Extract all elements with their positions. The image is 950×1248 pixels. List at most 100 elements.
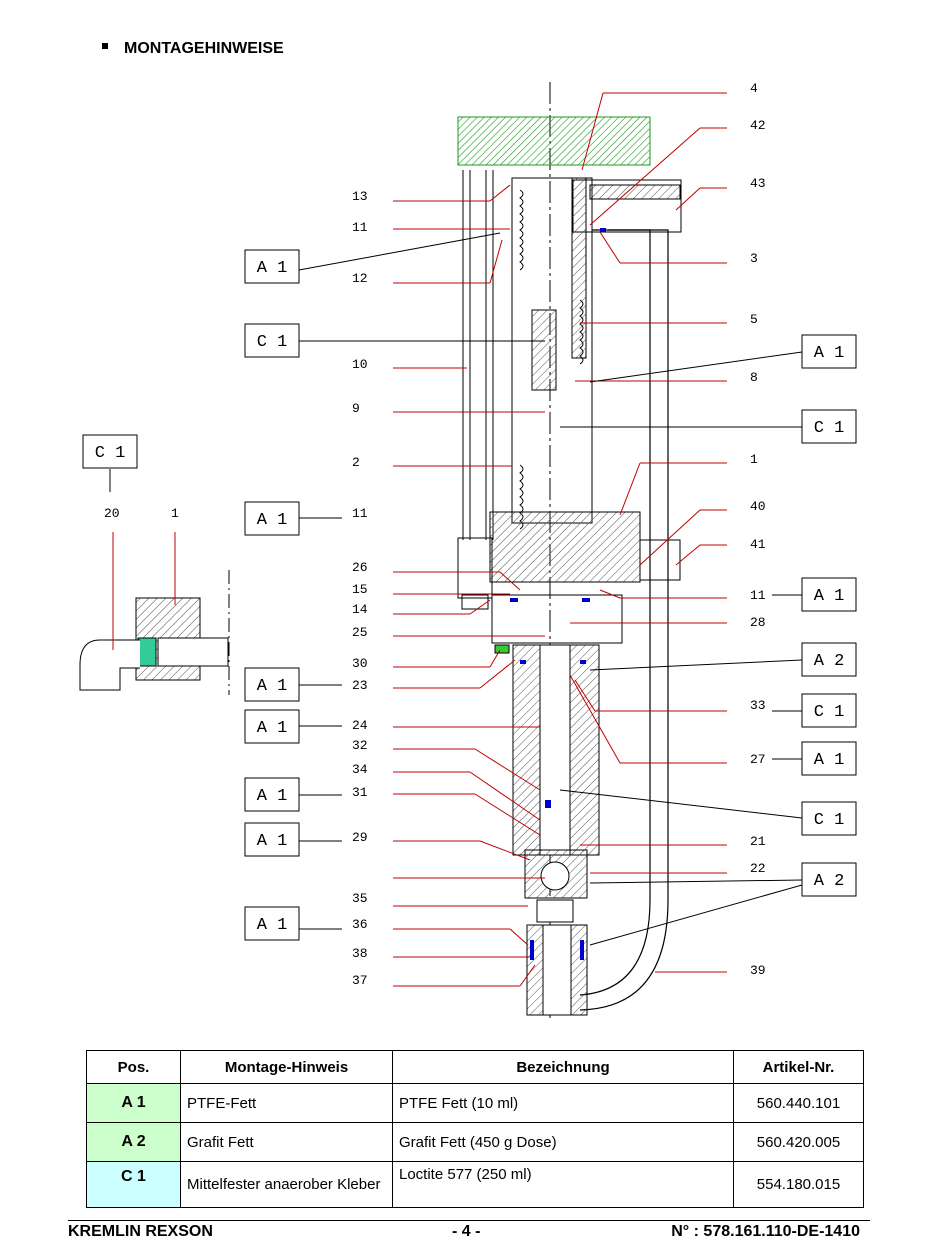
hint-box: C 1 [244, 323, 300, 358]
detail-green-fitting [137, 637, 157, 667]
hint-box-label: C 1 [257, 333, 288, 352]
cell-pos: A 2 [86, 1122, 181, 1162]
part-number: 39 [750, 963, 766, 978]
hint-box-label: C 1 [95, 444, 126, 463]
table-row: A 1 PTFE-Fett PTFE Fett (10 ml) 560.440.… [86, 1083, 864, 1123]
hint-box-label: A 2 [814, 652, 845, 671]
part-number: 24 [352, 718, 368, 733]
hint-box: A 1 [244, 822, 300, 857]
part-number: 14 [352, 602, 368, 617]
col-header-name: Bezeichnung [392, 1050, 734, 1084]
hint-box: A 1 [244, 709, 300, 744]
spring [519, 189, 524, 271]
cell-hint: PTFE-Fett [180, 1083, 393, 1123]
hint-box: A 1 [244, 777, 300, 812]
part-number: 31 [352, 785, 368, 800]
part-number: 1 [750, 452, 758, 467]
hint-box: A 1 [244, 906, 300, 941]
cell-art: 560.440.101 [733, 1083, 864, 1123]
part-number-labels: 4 42 43 3 5 8 1 40 41 11 28 33 27 21 22 … [104, 81, 766, 988]
part-number: 5 [750, 312, 758, 327]
footer-company: KREMLIN REXSON [68, 1223, 213, 1240]
bullet-icon [102, 42, 108, 49]
part-number: 12 [352, 271, 368, 286]
part-number: 25 [352, 625, 368, 640]
cell-pos: A 1 [86, 1083, 181, 1123]
hint-box-label: A 1 [257, 511, 288, 530]
hint-box: C 1 [801, 801, 857, 836]
tie-nut [457, 537, 493, 599]
side-fitting [639, 539, 681, 581]
part-number: 10 [352, 357, 368, 372]
page-heading: MONTAGEHINWEISE [102, 40, 284, 58]
seal-group [510, 228, 606, 960]
part-number: 22 [750, 861, 766, 876]
hint-box-label: A 1 [257, 259, 288, 278]
detail-bore [157, 637, 229, 667]
piston-rod-hatch [571, 177, 587, 359]
part-number: 11 [352, 506, 368, 521]
table-row: C 1 Mittelfester anaerober Kleber Loctit… [86, 1161, 864, 1208]
spring [579, 299, 584, 365]
foot-bore [542, 924, 572, 1016]
part-number: 28 [750, 615, 766, 630]
part-number: 13 [352, 189, 368, 204]
cell-pos: C 1 [86, 1161, 181, 1208]
part-number: 27 [750, 752, 766, 767]
part-number: 23 [352, 678, 368, 693]
part-number: 8 [750, 370, 758, 385]
cell-name: Loctite 577 (250 ml) [392, 1161, 734, 1208]
part-number: 15 [352, 582, 368, 597]
cell-hint: Mittelfester anaerober Kleber [180, 1161, 393, 1208]
part-number: 11 [352, 220, 368, 235]
tie-nut-base [461, 594, 489, 610]
hint-box: A 1 [244, 249, 300, 284]
hint-box: A 1 [801, 334, 857, 369]
hint-box-label: C 1 [814, 419, 845, 438]
part-number: 30 [352, 656, 368, 671]
col-header-pos: Pos. [86, 1050, 181, 1084]
col-header-hint: Montage-Hinweis [180, 1050, 393, 1084]
middle-body [489, 511, 641, 583]
part-number: 3 [750, 251, 758, 266]
part-number: 32 [352, 738, 368, 753]
hint-box-label: A 1 [814, 344, 845, 363]
part-number: 4 [750, 81, 758, 96]
hint-box: C 1 [82, 434, 138, 469]
part-number: 38 [352, 946, 368, 961]
hint-box: A 1 [244, 501, 300, 536]
col-header-art: Artikel-Nr. [733, 1050, 864, 1084]
part-number: 41 [750, 537, 766, 552]
hint-box: A 2 [801, 642, 857, 677]
leader-lines [112, 92, 727, 987]
hint-box: A 1 [244, 667, 300, 702]
cell-name: PTFE Fett (10 ml) [392, 1083, 734, 1123]
page-footer: KREMLIN REXSON - 4 - N° : 578.161.110-DE… [68, 1220, 870, 1245]
footer-doc-number: N° : 578.161.110-DE-1410 [671, 1223, 860, 1240]
part-number: 33 [750, 698, 766, 713]
table-row: A 2 Grafit Fett Grafit Fett (450 g Dose)… [86, 1122, 864, 1162]
lubrication-boxes: A 1 C 1 A 1 C 1 A 1 A 1 A 2 C 1 A 1 C 1 … [82, 249, 857, 941]
part-number: 37 [352, 973, 368, 988]
part-number: 29 [352, 830, 368, 845]
hint-box: A 2 [801, 862, 857, 897]
green-connector-part [457, 116, 651, 166]
assembly-drawing: 4 42 43 3 5 8 1 40 41 11 28 33 27 21 22 … [79, 81, 857, 1018]
hint-box-label: A 1 [257, 916, 288, 935]
part-number: 11 [750, 588, 766, 603]
part-number: 36 [352, 917, 368, 932]
part-number: 43 [750, 176, 766, 191]
cell-hint: Grafit Fett [180, 1122, 393, 1162]
heading-text: MONTAGEHINWEISE [124, 40, 284, 57]
part-number: 9 [352, 401, 360, 416]
hint-box-label: A 1 [814, 587, 845, 606]
hint-box: A 1 [801, 741, 857, 776]
hint-box-label: A 1 [814, 751, 845, 770]
part-number: 21 [750, 834, 766, 849]
part-number: 20 [104, 506, 120, 521]
top-cap-hatch [589, 184, 681, 200]
hint-box-label: A 1 [257, 832, 288, 851]
piston-hatch [531, 309, 557, 391]
part-number: 26 [352, 560, 368, 575]
part-number: 42 [750, 118, 766, 133]
